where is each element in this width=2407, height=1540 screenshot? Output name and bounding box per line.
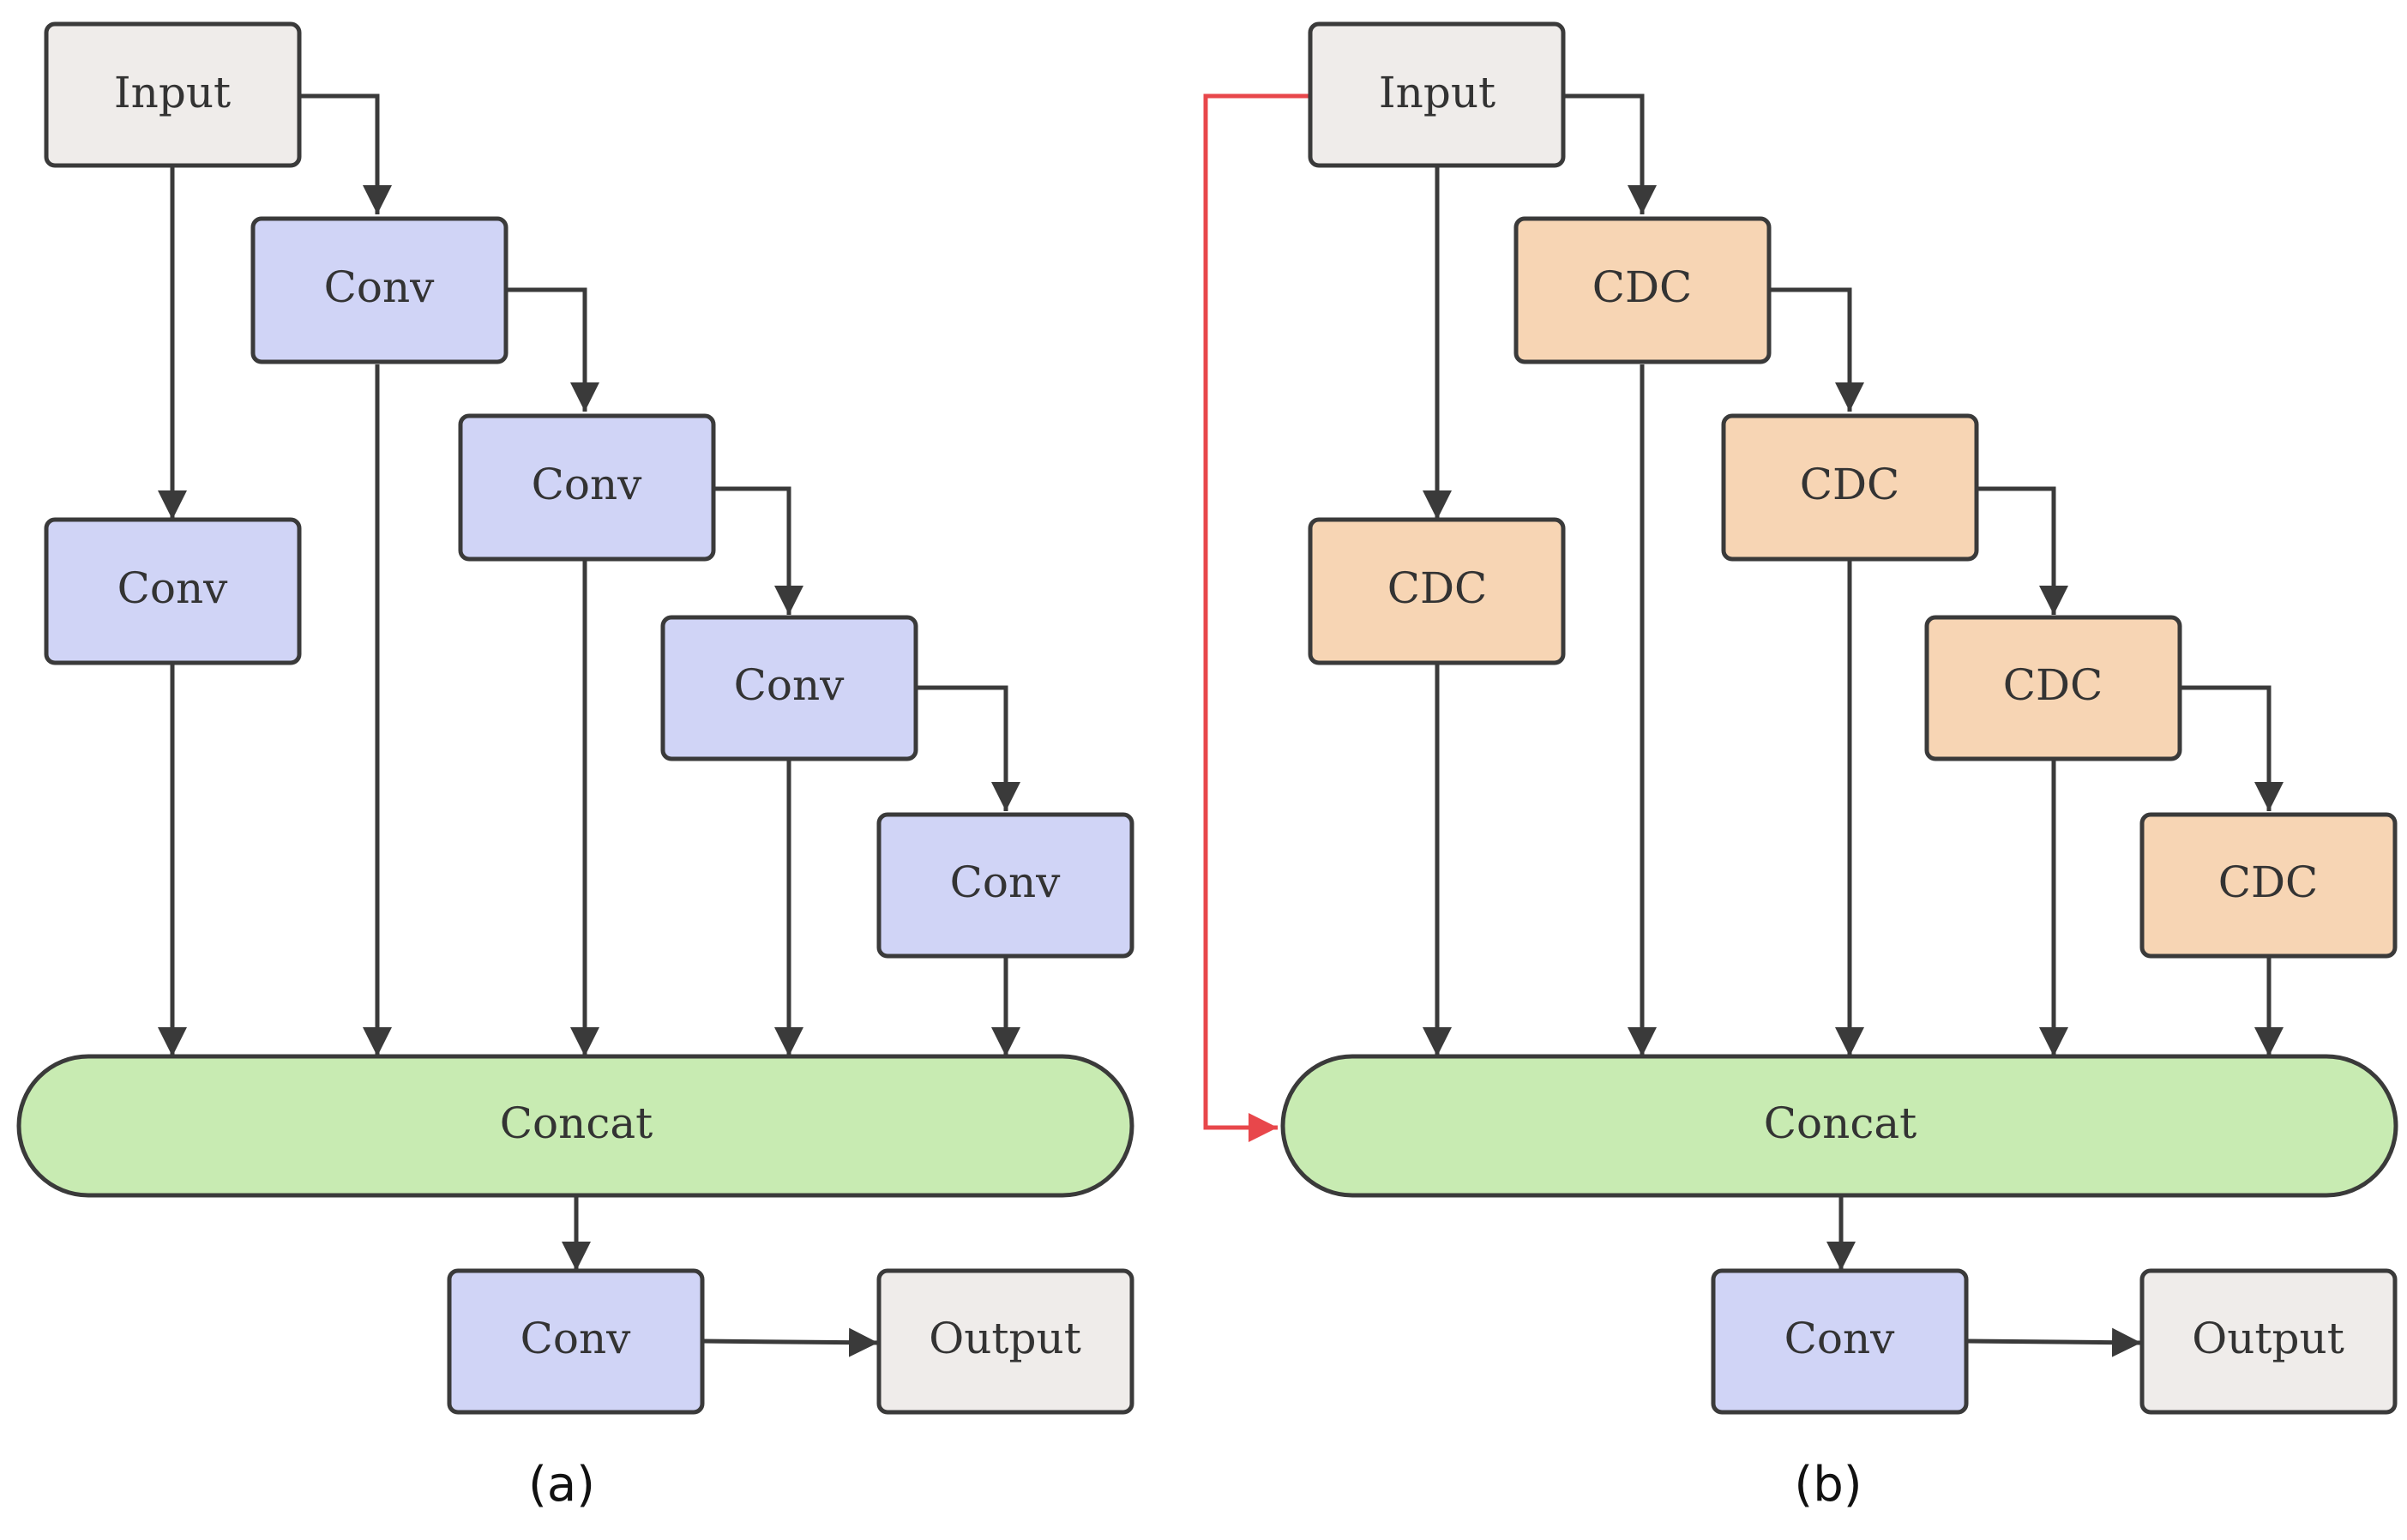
conv-label-3: Conv xyxy=(532,460,643,509)
final-conv-label-b: Conv xyxy=(1784,1314,1896,1363)
arrow-cdc2-to-cdc3 xyxy=(1770,287,1864,412)
diagram-b-labels: Input CDC CDC CDC CDC CDC Concat Conv Ou… xyxy=(1379,68,2344,1363)
cdc-node-2 xyxy=(1513,216,1772,364)
concat-node-b xyxy=(1280,1054,2398,1198)
diagram-b-connectors xyxy=(1423,93,2284,1357)
diagram-b: Input CDC CDC CDC CDC CDC Concat Conv Ou… xyxy=(1203,21,2398,1513)
conv-label-2: Conv xyxy=(324,262,436,312)
conv-node-3 xyxy=(458,413,716,562)
output-node xyxy=(876,1268,1134,1415)
cdc-label-1: CDC xyxy=(1387,563,1488,613)
cdc-node-3 xyxy=(1721,413,1979,562)
diagram-b-nodes xyxy=(1280,21,2398,1415)
diagram-a-nodes xyxy=(16,21,1134,1415)
arrow-input-to-cdc2 xyxy=(1563,93,1657,214)
arrow-conv3-to-conv4 xyxy=(713,486,803,615)
conv-label-1: Conv xyxy=(117,563,229,613)
arrow-cdc3-to-cdc4 xyxy=(1978,486,2068,615)
conv-node-2 xyxy=(250,216,508,364)
input-node xyxy=(44,21,302,168)
final-conv-node-b xyxy=(1711,1268,1969,1415)
arrow-conv2-to-conv3 xyxy=(505,287,599,412)
input-node-b xyxy=(1308,21,1566,168)
conv-label-5: Conv xyxy=(950,857,1062,907)
cdc-node-5 xyxy=(2139,812,2398,959)
cdc-label-3: CDC xyxy=(1800,460,1900,509)
arrow-cdc4-to-cdc5 xyxy=(2181,685,2284,811)
cdc-label-5: CDC xyxy=(2218,857,2319,907)
caption-a: (a) xyxy=(528,1457,595,1513)
arrow-final-conv-to-output-b xyxy=(1965,1327,2142,1357)
arrow-input-to-conv2 xyxy=(300,93,392,214)
cdc-label-4: CDC xyxy=(2003,660,2103,710)
diagram-a: Input Conv Conv Conv Conv Conv Concat Co… xyxy=(16,21,1134,1513)
output-label: Output xyxy=(929,1314,1081,1363)
diagram-a-labels: Input Conv Conv Conv Conv Conv Concat Co… xyxy=(114,68,1081,1363)
final-conv-node xyxy=(447,1268,705,1415)
caption-b: (b) xyxy=(1794,1457,1862,1513)
input-label-b: Input xyxy=(1379,68,1495,117)
conv-node-1 xyxy=(44,517,302,665)
output-node-b xyxy=(2139,1268,2398,1415)
cdc-label-2: CDC xyxy=(1592,262,1693,312)
concat-node xyxy=(16,1054,1134,1198)
cdc-node-4 xyxy=(1924,615,2182,761)
arrow-final-conv-to-output xyxy=(701,1327,879,1357)
diagram-a-connectors xyxy=(158,93,1020,1357)
arrow-conv4-to-conv5 xyxy=(916,685,1020,811)
conv-node-4 xyxy=(660,615,918,761)
conv-label-4: Conv xyxy=(734,660,845,710)
output-label-b: Output xyxy=(2192,1314,2344,1363)
input-label: Input xyxy=(114,68,231,117)
conv-node-5 xyxy=(876,812,1134,959)
concat-label-b: Concat xyxy=(1764,1098,1917,1148)
final-conv-label: Conv xyxy=(521,1314,632,1363)
cdc-node-1 xyxy=(1308,517,1566,665)
skip-arrow-input-to-concat xyxy=(1203,93,1310,1142)
concat-label: Concat xyxy=(500,1098,653,1148)
